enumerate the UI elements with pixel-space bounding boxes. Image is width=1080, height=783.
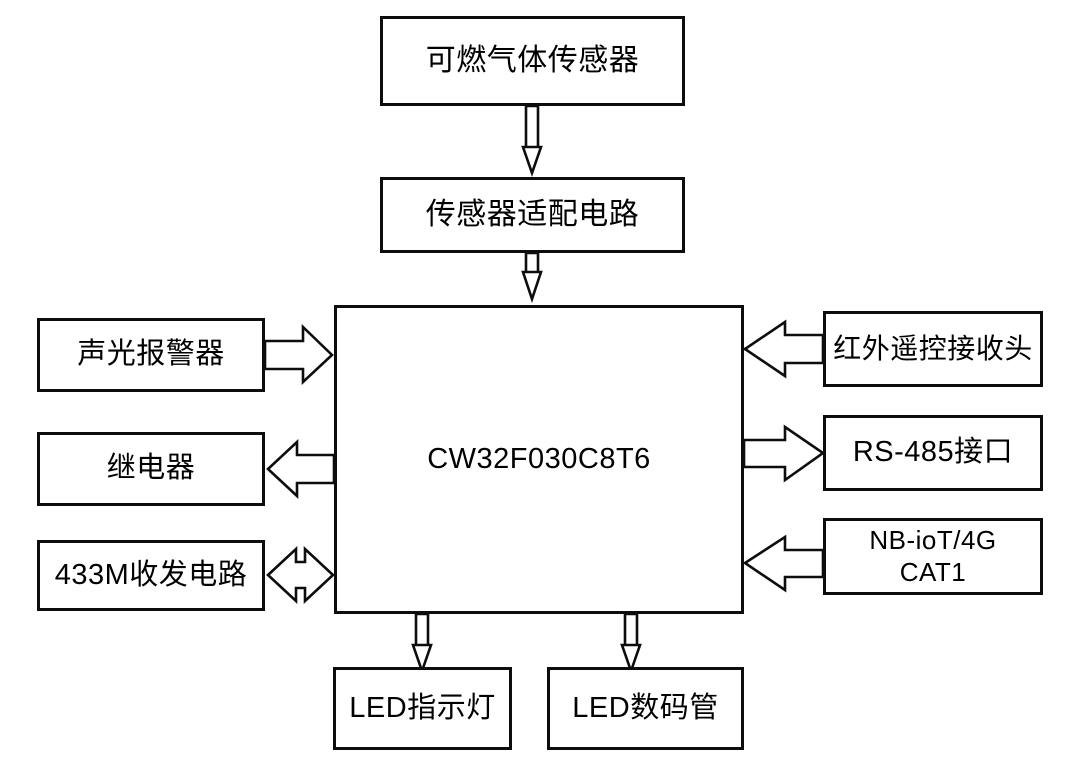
node-rs485[interactable]: RS-485接口 [823, 415, 1043, 491]
node-led-indicator[interactable]: LED指示灯 [333, 667, 512, 750]
arrow-nbiot-to-mcu [742, 534, 825, 593]
node-rf433-label: 433M收发电路 [54, 558, 248, 591]
arrow-alarm-to-mcu [263, 323, 334, 385]
node-gas-sensor-label: 可燃气体传感器 [425, 43, 640, 77]
node-alarm-label: 声光报警器 [77, 338, 225, 371]
arrow-mcu-to-led-indicator [411, 612, 433, 675]
arrow-mcu-to-rf433-bidirectional [266, 546, 335, 604]
node-led-digit[interactable]: LED数码管 [547, 667, 744, 750]
arrow-ir-receiver-to-mcu [744, 332, 823, 366]
node-ir-receiver-label: 红外遥控接收头 [833, 332, 1033, 364]
arrow-ir-receiver-to-mcu-body [742, 319, 825, 379]
node-rf433[interactable]: 433M收发电路 [37, 540, 265, 611]
arrow-mcu-to-led-digit [620, 612, 642, 675]
arrow-adapter-to-mcu [521, 251, 543, 304]
node-nbiot[interactable]: NB-ioT/4G CAT1 [823, 518, 1043, 595]
arrow-gas-sensor-to-adapter [521, 104, 543, 177]
node-relay[interactable]: 继电器 [37, 432, 265, 506]
node-gas-sensor[interactable]: 可燃气体传感器 [380, 16, 685, 106]
node-nbiot-label: NB-ioT/4G CAT1 [869, 524, 997, 587]
node-ir-receiver[interactable]: 红外遥控接收头 [823, 311, 1043, 387]
node-relay-label: 继电器 [106, 452, 196, 485]
node-led-digit-label: LED数码管 [572, 691, 719, 724]
node-sensor-adapter[interactable]: 传感器适配电路 [380, 177, 685, 253]
node-mcu[interactable]: CW32F030C8T6 [334, 305, 744, 614]
node-alarm[interactable]: 声光报警器 [37, 318, 265, 392]
arrow-mcu-to-relay [266, 439, 336, 499]
node-sensor-adapter-label: 传感器适配电路 [425, 197, 640, 231]
arrow-mcu-to-rs485 [742, 424, 826, 483]
node-rs485-label: RS-485接口 [852, 436, 1014, 469]
node-mcu-label: CW32F030C8T6 [427, 442, 651, 475]
node-led-indicator-label: LED指示灯 [349, 691, 496, 724]
